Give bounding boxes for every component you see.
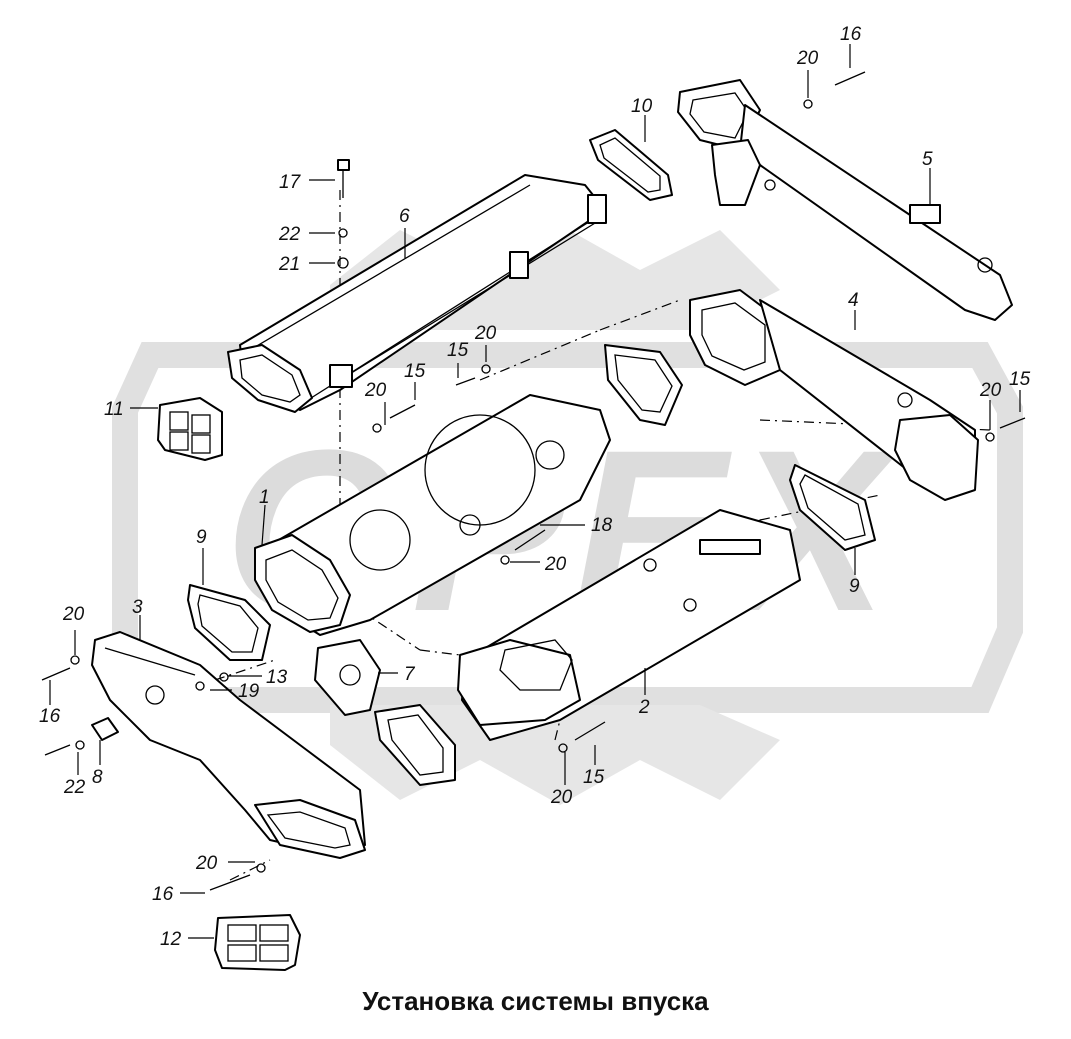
callout-22-top: 22 — [278, 224, 301, 245]
gasket-7 — [314, 639, 381, 716]
diagram-title: Установка системы впуска — [362, 986, 709, 1016]
bracket-8 — [91, 717, 119, 741]
leader-lines — [49, 44, 1021, 939]
callout-5: 5 — [922, 149, 933, 170]
gasket-9-right — [604, 344, 683, 426]
callout-22-bottom: 22 — [63, 777, 86, 798]
manifold-section-2 — [457, 509, 801, 741]
callout-19: 19 — [238, 681, 260, 702]
gasket-9-left — [187, 584, 271, 661]
callout-20-c: 20 — [979, 380, 1002, 401]
manifold-section-1 — [254, 394, 611, 636]
callout-15-d: 15 — [583, 767, 605, 788]
callout-20-topright: 20 — [796, 48, 819, 69]
callout-1: 1 — [259, 487, 270, 508]
callout-12: 12 — [160, 929, 182, 950]
callout-9-left: 9 — [196, 527, 207, 548]
callout-16-top: 16 — [840, 24, 862, 45]
callout-20-d: 20 — [544, 554, 567, 575]
intake-pipe-3 — [91, 631, 366, 859]
callout-20-f: 20 — [550, 787, 573, 808]
callout-8: 8 — [92, 767, 103, 788]
callout-13: 13 — [266, 667, 288, 688]
gasket-11 — [157, 397, 223, 461]
callout-21: 21 — [278, 254, 300, 275]
callout-20-g: 20 — [195, 853, 218, 874]
callout-15-a: 15 — [447, 340, 469, 361]
intake-pipe-4 — [689, 289, 979, 501]
callout-14: 16 — [39, 706, 61, 727]
gasket-12 — [214, 914, 301, 971]
fasteners — [41, 71, 1026, 891]
gasket-10 — [589, 129, 673, 201]
callout-2: 2 — [638, 697, 650, 718]
callout-3: 3 — [132, 597, 143, 618]
callout-11: 11 — [104, 399, 124, 420]
callout-10: 10 — [631, 96, 653, 117]
callout-4: 4 — [848, 290, 859, 311]
callout-15-c: 15 — [1009, 369, 1031, 390]
callout-18: 18 — [591, 515, 613, 536]
callout-7: 7 — [404, 664, 416, 685]
gasket-9-lower-right — [789, 464, 876, 551]
callout-6: 6 — [399, 206, 410, 227]
intake-pipe-5 — [677, 79, 1013, 321]
callout-17: 17 — [279, 172, 302, 193]
callout-20-b: 20 — [364, 380, 387, 401]
callout-16-bottom: 16 — [152, 884, 174, 905]
callout-15-b: 15 — [404, 361, 426, 382]
callout-labels: 17 22 21 6 10 20 16 5 4 11 15 20 20 15 2… — [39, 24, 1031, 950]
callout-20-a: 20 — [474, 323, 497, 344]
gasket-lower-center — [374, 704, 456, 786]
intake-manifold-6 — [227, 174, 607, 413]
callout-20-e: 20 — [62, 604, 85, 625]
callout-9-right: 9 — [849, 576, 860, 597]
